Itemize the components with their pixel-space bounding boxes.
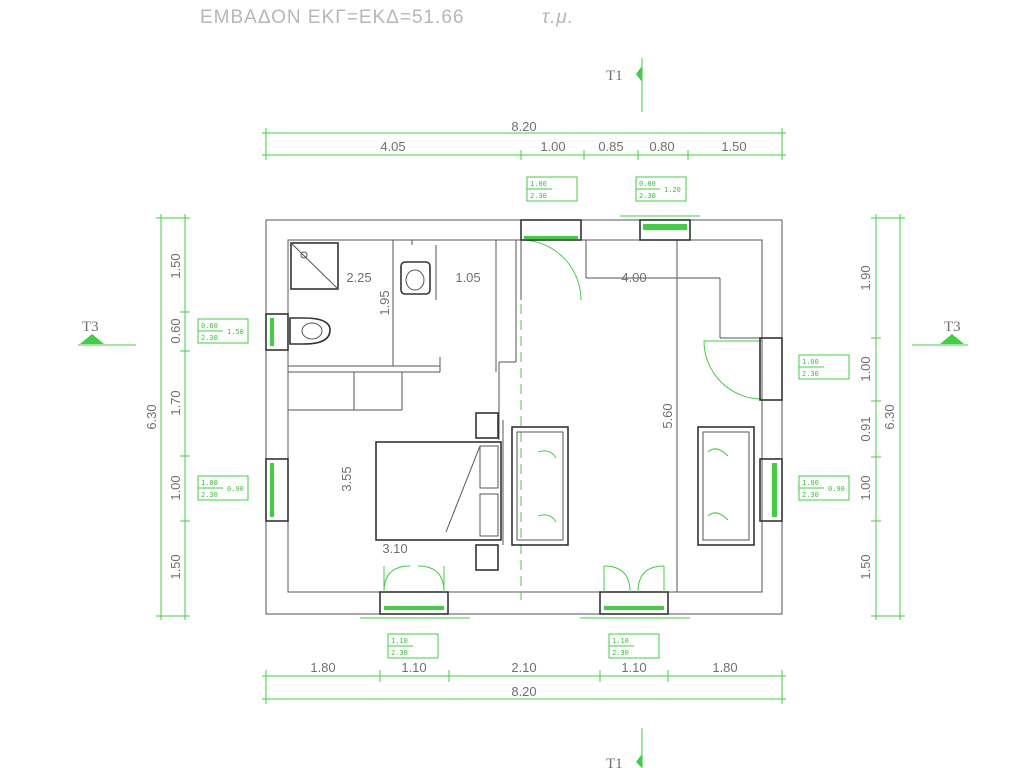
dim-right-part: 0.91 <box>858 416 873 441</box>
washbasin <box>400 261 431 295</box>
nightstand <box>475 412 499 439</box>
svg-text:2.30: 2.30 <box>201 491 218 499</box>
window-top-2 <box>620 215 700 241</box>
opening-tag-right-2: 1.00 2.30 0.90 <box>798 475 850 501</box>
section-marker-left: T3 <box>78 319 136 346</box>
svg-text:2.30: 2.30 <box>391 649 408 657</box>
dim-top-part: 0.85 <box>598 139 623 154</box>
nightstand <box>475 544 499 571</box>
living-width-label: 4.00 <box>621 270 646 285</box>
svg-text:1.20: 1.20 <box>664 186 681 194</box>
svg-text:0.80: 0.80 <box>639 180 656 188</box>
double-bed <box>375 441 502 541</box>
bedroom: 3.55 3.10 <box>339 412 502 571</box>
dim-top-total: 8.20 <box>511 119 536 134</box>
sofa-left <box>511 426 569 546</box>
dim-bottom-total: 8.20 <box>511 684 536 699</box>
svg-text:1.10: 1.10 <box>612 637 629 645</box>
dim-bottom-part: 2.10 <box>511 660 536 675</box>
bath-height-label: 1.95 <box>377 290 392 315</box>
svg-text:1.10: 1.10 <box>391 637 408 645</box>
opening-tag-left-1: 0.60 2.30 1.50 <box>197 318 249 344</box>
dim-left-part: 1.00 <box>168 475 183 500</box>
section-top-label: T1 <box>606 68 623 84</box>
svg-text:2.30: 2.30 <box>639 192 656 200</box>
dim-top-part: 4.05 <box>380 139 405 154</box>
door-bottom-1 <box>360 565 470 619</box>
svg-text:1.00: 1.00 <box>201 479 218 487</box>
dim-top-part: 1.50 <box>721 139 746 154</box>
opening-tag-right-1: 1.00 2.30 <box>798 354 850 380</box>
svg-text:1.00: 1.00 <box>802 479 819 487</box>
svg-text:0.60: 0.60 <box>201 322 218 330</box>
dim-left-total: 6.30 <box>144 404 159 429</box>
bath-width-label: 2.25 <box>346 270 371 285</box>
dim-left-part: 1.50 <box>168 253 183 278</box>
area-title-text: ΕΜΒΑΔΟΝ ΕΚΓ=ΕΚΔ=51.66 <box>200 7 465 28</box>
door-swing <box>703 340 763 400</box>
window-top-1 <box>520 219 582 241</box>
dims-left: 6.30 1.50 0.60 1.70 1.00 1.50 <box>144 214 190 620</box>
dim-top-part: 0.80 <box>649 139 674 154</box>
interior-partitions: 1.05 <box>411 240 522 600</box>
opening-tag-bottom-1: 1.10 2.30 <box>387 633 439 659</box>
window-right-2 <box>759 458 783 522</box>
dim-top-part: 1.00 <box>540 139 565 154</box>
dim-bottom-part: 1.80 <box>310 660 335 675</box>
svg-text:2.30: 2.30 <box>612 649 629 657</box>
dim-right-total: 6.30 <box>882 404 897 429</box>
section-right-label: T3 <box>944 319 961 335</box>
dim-bottom-part: 1.10 <box>621 660 646 675</box>
door-swing <box>520 239 582 301</box>
area-title-unit: τ.μ. <box>542 7 574 28</box>
door-bottom-2 <box>580 565 690 619</box>
sofa-right <box>697 426 755 546</box>
corridor-width-label: 1.05 <box>455 270 480 285</box>
outer-walls <box>265 219 783 615</box>
shower-tray <box>290 242 339 290</box>
dim-left-part: 1.70 <box>168 390 183 415</box>
window-left-2 <box>265 458 289 522</box>
dim-bottom-part: 1.10 <box>401 660 426 675</box>
section-bottom-label: T1 <box>606 756 623 768</box>
svg-text:1.50: 1.50 <box>227 328 244 336</box>
dims-top: 8.20 4.05 1.00 0.85 0.80 1.50 <box>262 119 786 160</box>
opening-tag-top-2: 0.80 2.30 1.20 <box>635 176 687 202</box>
svg-text:2.30: 2.30 <box>530 192 547 200</box>
dim-left-part: 0.60 <box>168 318 183 343</box>
svg-text:2.30: 2.30 <box>201 334 218 342</box>
toilet <box>289 317 331 345</box>
bedroom-width-label: 3.10 <box>382 541 407 556</box>
living-area: 4.00 5.60 <box>520 239 763 592</box>
dim-right-part: 1.50 <box>858 554 873 579</box>
area-title: ΕΜΒΑΔΟΝ ΕΚΓ=ΕΚΔ=51.66 τ.μ. <box>200 7 574 28</box>
svg-text:1.00: 1.00 <box>802 358 819 366</box>
window-right-1 <box>759 337 783 401</box>
opening-tag-top-1: 1.00 2.30 <box>526 176 578 202</box>
dim-right-part: 1.90 <box>858 265 873 290</box>
dim-right-part: 1.00 <box>858 356 873 381</box>
window-left-1 <box>265 313 289 351</box>
section-marker-bottom: T1 <box>606 728 643 768</box>
svg-text:0.90: 0.90 <box>227 485 244 493</box>
bedroom-height-label: 3.55 <box>339 466 354 491</box>
shower-drain-icon <box>300 251 308 259</box>
dim-bottom-part: 1.80 <box>712 660 737 675</box>
living-height-label: 5.60 <box>660 403 675 428</box>
section-marker-right: T3 <box>912 319 968 346</box>
svg-text:1.00: 1.00 <box>530 180 547 188</box>
bathroom: 2.25 1.95 <box>288 240 441 411</box>
dims-right: 1.90 1.00 0.91 1.00 1.50 6.30 <box>858 214 905 620</box>
dim-right-part: 1.00 <box>858 475 873 500</box>
opening-tag-left-2: 1.00 2.30 0.90 <box>197 475 249 501</box>
dims-bottom: 1.80 1.10 2.10 1.10 1.80 8.20 <box>262 660 786 704</box>
section-left-label: T3 <box>82 319 99 335</box>
svg-text:2.30: 2.30 <box>802 370 819 378</box>
svg-text:0.90: 0.90 <box>828 485 845 493</box>
section-marker-top: T1 <box>606 58 643 112</box>
svg-text:2.30: 2.30 <box>802 491 819 499</box>
opening-tag-bottom-2: 1.10 2.30 <box>608 633 660 659</box>
dim-left-part: 1.50 <box>168 554 183 579</box>
